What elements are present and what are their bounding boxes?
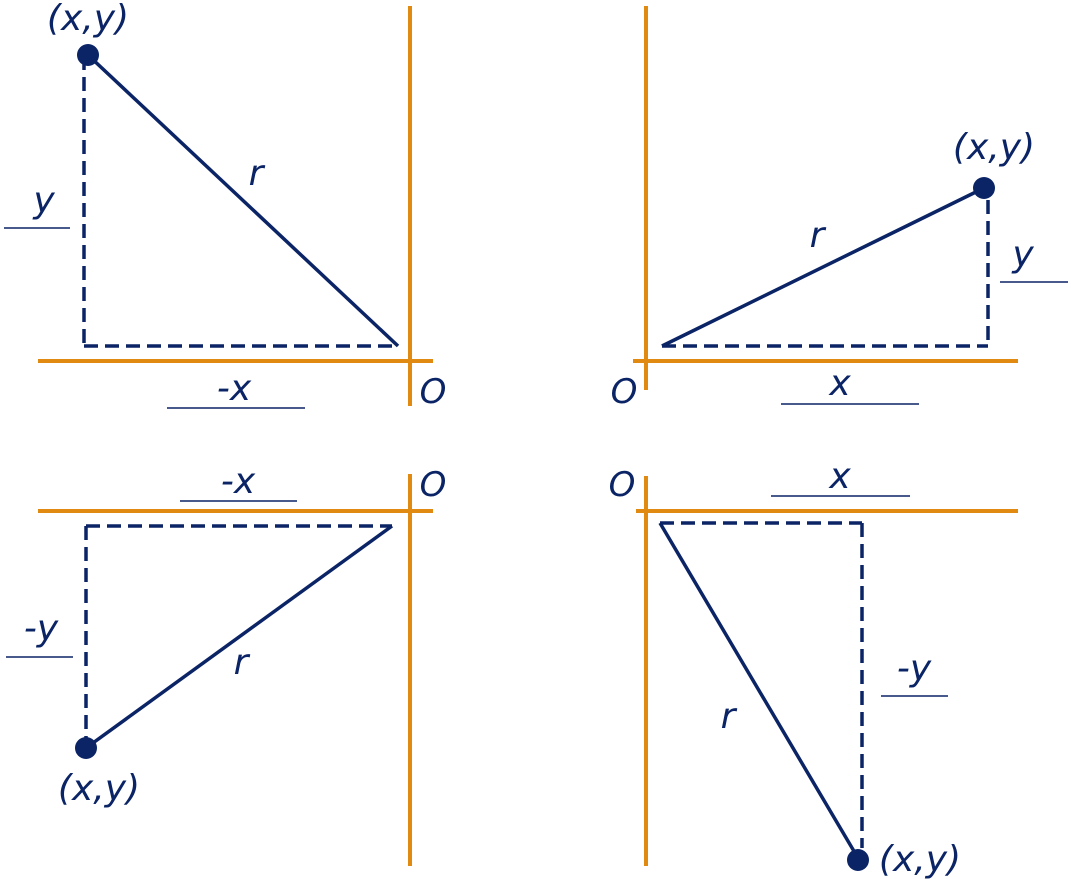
point-marker — [973, 177, 995, 199]
radius-label: r — [721, 696, 738, 737]
radius-line — [658, 522, 860, 859]
vertical-leg-label: -y — [897, 648, 932, 689]
panel-top-left: (x,y) r y -x O — [4, 0, 446, 412]
point-label: (x,y) — [47, 0, 129, 39]
origin-label: O — [609, 465, 636, 505]
point-marker — [847, 849, 869, 871]
panel-top-right: (x,y) r y x O — [611, 6, 1068, 412]
vertical-leg-label: -y — [24, 608, 59, 649]
point-marker — [75, 737, 97, 759]
radius-label: r — [234, 642, 251, 683]
horizontal-leg-label: -x — [221, 461, 256, 502]
radius-label: r — [810, 215, 827, 256]
point-label: (x,y) — [953, 127, 1035, 168]
horizontal-leg-label: x — [828, 456, 851, 497]
origin-label: O — [611, 372, 638, 412]
horizontal-leg-label: -x — [217, 368, 252, 409]
panel-bottom-right: (x,y) r -y x O — [609, 456, 1018, 879]
point-label: (x,y) — [58, 768, 140, 809]
point-label: (x,y) — [879, 839, 961, 879]
point-marker — [77, 44, 99, 66]
vertical-leg-label: y — [32, 180, 55, 221]
vertical-leg-label: y — [1011, 234, 1034, 275]
radius-label: r — [249, 153, 266, 194]
origin-label: O — [420, 465, 447, 505]
panel-bottom-left: (x,y) r -y -x O — [6, 461, 446, 866]
horizontal-leg-label: x — [828, 363, 851, 404]
origin-label: O — [420, 372, 447, 412]
radius-line — [661, 186, 985, 348]
radius-line — [84, 524, 394, 750]
radius-line — [86, 53, 400, 348]
